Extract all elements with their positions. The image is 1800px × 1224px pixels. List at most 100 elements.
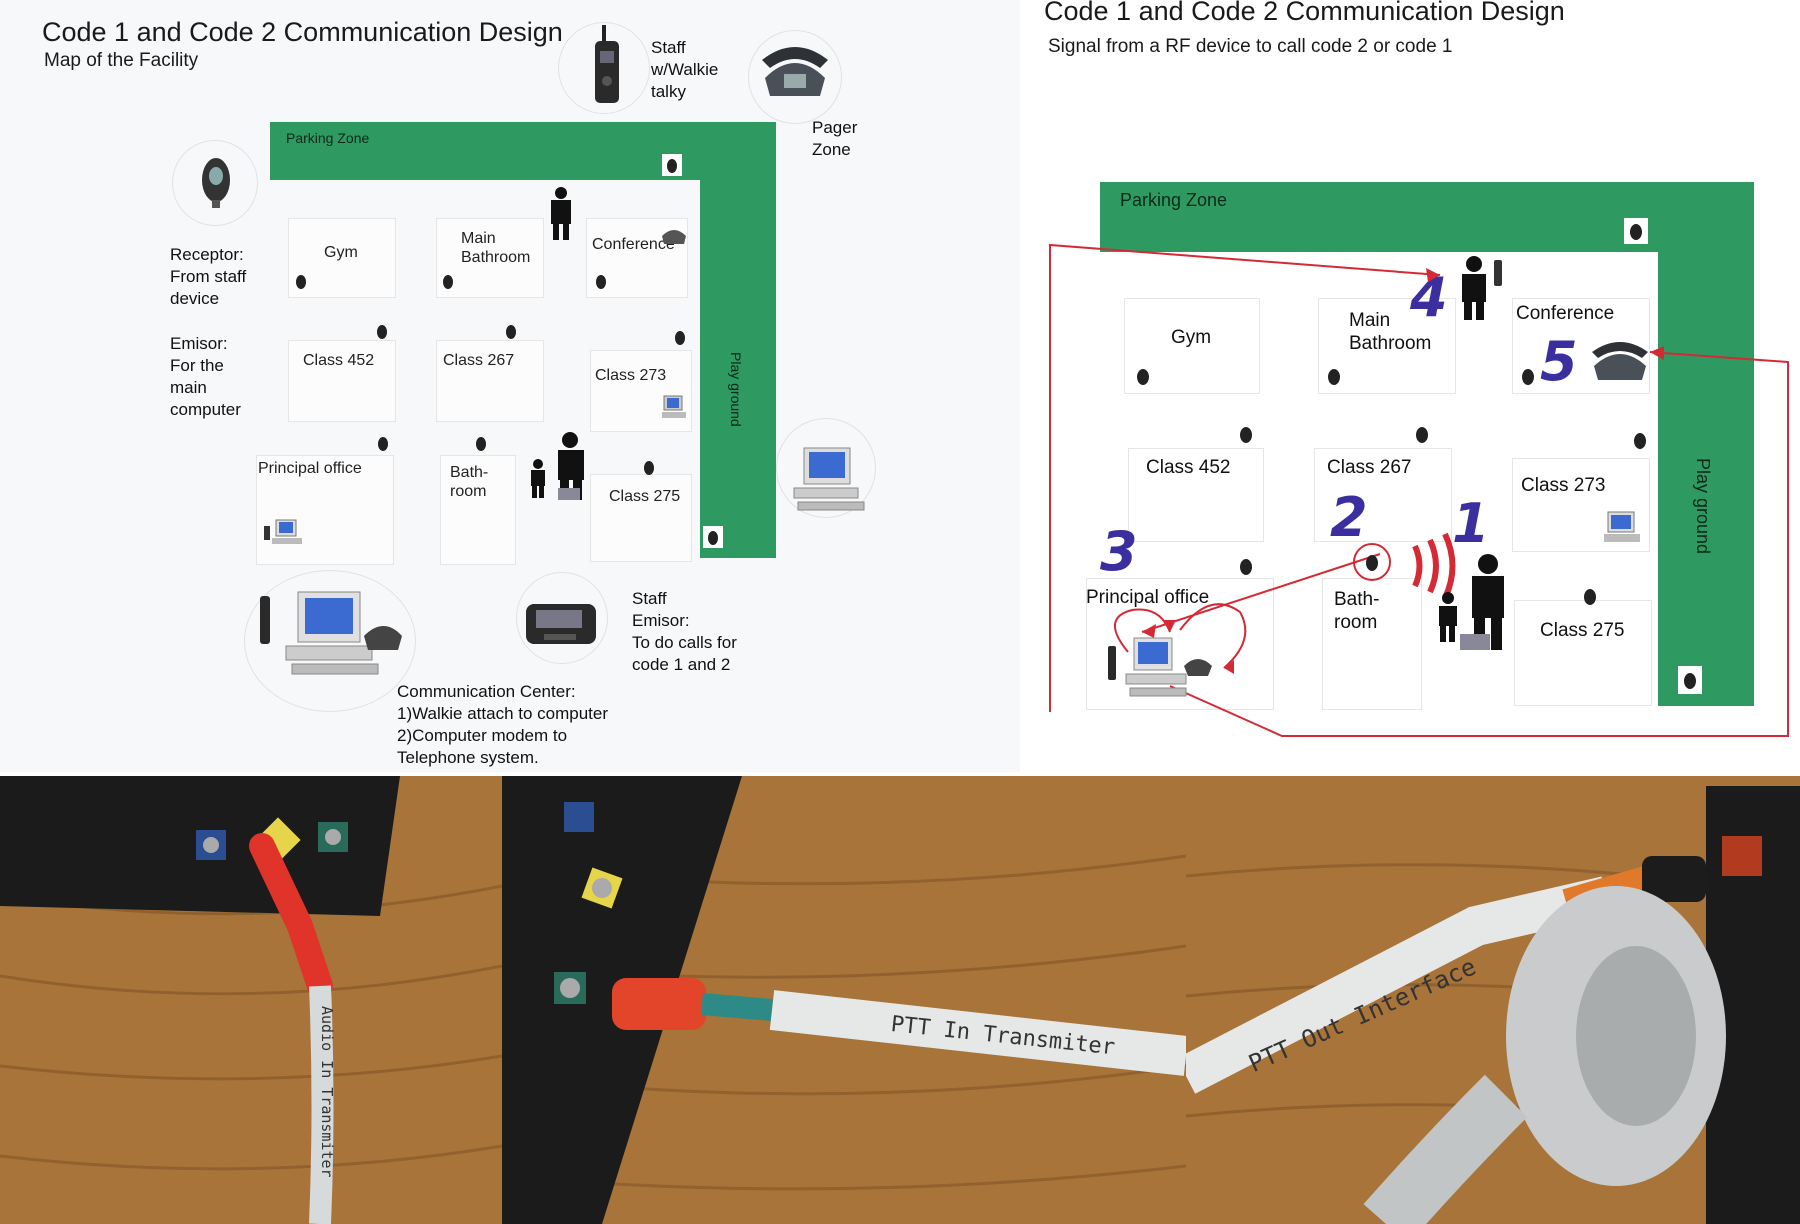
left-subtitle: Map of the Facility	[44, 50, 199, 71]
label-receptor-3: device	[170, 289, 220, 308]
sensor-icon	[1240, 427, 1252, 443]
sensor-icon	[644, 461, 654, 475]
sensor-icon	[443, 275, 453, 289]
label-emisor-2: For the	[170, 356, 224, 375]
step-5-number: 5	[1540, 330, 1578, 393]
label-comm-center-2: 1)Walkie attach to computer	[397, 704, 609, 723]
label-main-bathroom-1: Main	[1349, 310, 1391, 331]
label-receptor-1: Receptor:	[170, 245, 244, 264]
room-class-452	[288, 340, 396, 422]
parking-zone-label: Parking Zone	[286, 130, 370, 146]
label-principal-office: Principal office	[258, 460, 362, 477]
label-main-bathroom-2: Bathroom	[461, 249, 531, 266]
label-pager-zone-2: Zone	[812, 140, 851, 159]
label-class-275: Class 275	[609, 488, 681, 505]
label-staff-walkie-2: w/Walkie	[651, 60, 719, 79]
label-conference: Conference	[1516, 303, 1615, 324]
camera-icon	[202, 158, 230, 208]
label-gym: Gym	[1171, 327, 1212, 348]
step-3-number: 3	[1100, 520, 1138, 583]
computer-icon	[793, 447, 865, 511]
parking-zone-label: Parking Zone	[1120, 190, 1228, 210]
room-class-275	[590, 474, 692, 562]
label-conference: Conference	[592, 236, 675, 253]
pager-callout	[516, 572, 608, 664]
sensor-icon	[1328, 369, 1340, 385]
computer-callout	[776, 418, 876, 518]
computer-icon	[662, 395, 686, 418]
sensor-icon	[1584, 589, 1596, 605]
label-gym: Gym	[324, 244, 358, 261]
signal-arrows	[1049, 243, 1789, 737]
photo1-cable-label: Audio In Transmiter	[318, 1006, 336, 1178]
photo-audio-in-transmiter: Audio In Transmiter	[0, 776, 502, 1224]
computer-icon	[264, 519, 302, 544]
label-comm-center-1: Communication Center:	[397, 682, 576, 701]
play-ground-zone: Play ground	[1658, 182, 1754, 706]
label-receptor-2: From staff	[170, 267, 247, 286]
room-principal-office	[256, 455, 394, 565]
left-title: Code 1 and Code 2 Communication Design	[42, 17, 563, 47]
comm-center-callout	[244, 570, 416, 712]
label-bathroom-2: room	[450, 483, 487, 500]
label-main-bathroom-1: Main	[461, 230, 496, 247]
sensor-icon	[1678, 666, 1702, 694]
label-class-275: Class 275	[1540, 620, 1625, 641]
sensor-icon	[1366, 555, 1378, 571]
photo-ptt-out-interface: PTT Out Interface	[1186, 776, 1800, 1224]
label-emisor-1: Emisor:	[170, 334, 228, 353]
label-staff-walkie-3: talky	[651, 82, 686, 101]
label-class-452: Class 452	[1146, 457, 1231, 478]
sensor-icon	[1137, 369, 1149, 385]
label-class-452: Class 452	[303, 352, 375, 369]
room-class-267	[436, 340, 544, 422]
sensor-icon	[1416, 427, 1428, 443]
room-bathroom	[440, 455, 516, 565]
label-comm-center-4: Telephone system.	[397, 748, 539, 767]
sensor-icon	[675, 331, 685, 345]
label-class-273: Class 273	[1521, 475, 1606, 496]
walkie-callout	[558, 22, 650, 114]
right-diagram: Code 1 and Code 2 Communication Design S…	[1020, 0, 1800, 772]
label-staff-walkie-1: Staff	[651, 38, 686, 57]
sensor-icon	[378, 437, 388, 451]
comm-center-icon	[1108, 637, 1212, 697]
person-with-walkie-icon	[1462, 256, 1502, 320]
phone-callout	[748, 30, 842, 124]
label-class-273: Class 273	[595, 367, 667, 384]
label-emisor-3: main	[170, 378, 207, 397]
telephone-icon	[662, 230, 686, 244]
step-1-number: 1	[1452, 492, 1490, 555]
photo1-scene	[0, 776, 502, 1224]
label-pager-zone-1: Pager	[812, 118, 858, 137]
step-2-number: 2	[1330, 486, 1368, 549]
label-staff-emisor-4: code 1 and 2	[632, 655, 731, 674]
room-class-273	[590, 350, 692, 432]
sensor-icon	[506, 325, 516, 339]
room-class-452	[1128, 448, 1264, 542]
right-subtitle: Signal from a RF device to call code 2 o…	[1048, 36, 1453, 57]
left-diagram: Code 1 and Code 2 Communication Design M…	[0, 0, 1020, 772]
sensor-icon	[296, 275, 306, 289]
photo-ptt-in-transmiter: PTT In Transmiter	[502, 776, 1186, 1224]
room-gym	[288, 218, 396, 298]
sensor-icon	[703, 526, 723, 548]
person-icon	[531, 432, 584, 500]
play-ground-zone: Play ground	[700, 122, 776, 558]
label-staff-emisor-2: Emisor:	[632, 611, 690, 630]
label-staff-emisor-1: Staff	[632, 589, 667, 608]
computer-icon	[1604, 511, 1640, 542]
label-class-267: Class 267	[443, 352, 515, 369]
parking-zone: Parking Zone	[270, 122, 700, 180]
receptor-callout	[172, 140, 258, 226]
label-principal-office: Principal office	[1086, 587, 1210, 608]
parking-zone: Parking Zone	[1100, 182, 1672, 252]
person-icon	[1439, 554, 1504, 650]
sensor-icon	[1624, 218, 1648, 244]
sensor-icon	[476, 437, 486, 451]
telephone-icon	[762, 47, 828, 96]
play-ground-label: Play ground	[1693, 458, 1713, 555]
room-main-bathroom	[1318, 298, 1456, 394]
sensor-icon	[1634, 433, 1646, 449]
person-icon	[551, 187, 571, 240]
